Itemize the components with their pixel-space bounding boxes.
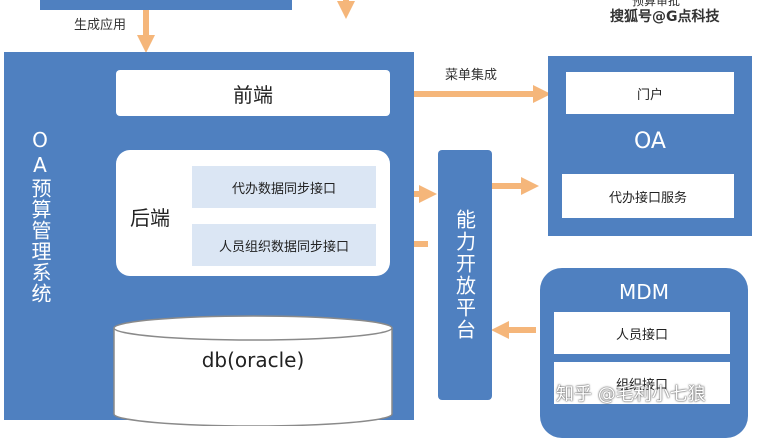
capability-platform-label: 能力开放平台 [452, 209, 477, 341]
oa-label: OA [634, 128, 666, 154]
top-app-bar [40, 0, 292, 10]
database-label: db(oracle) [201, 348, 305, 372]
portal-box: 门户 [566, 72, 734, 114]
oa-budget-system-title: OA预算管理系统 [28, 128, 52, 304]
database-cylinder [113, 315, 393, 426]
cut-label: 预算审批 [632, 0, 681, 8]
top-watermark: 搜狐号@G点科技 [610, 9, 720, 25]
todo-api-service-box: 代办接口服务 [562, 174, 734, 218]
todo-sync-api-box: 代办数据同步接口 [192, 166, 376, 208]
bottom-watermark: 知乎 @毛利小七狼 [556, 384, 706, 405]
menu-integration-label: 菜单集成 [445, 68, 498, 83]
capability-platform-box: 能力开放平台 [438, 150, 492, 400]
person-org-sync-api-box: 人员组织数据同步接口 [192, 224, 376, 266]
generate-app-label: 生成应用 [74, 18, 127, 33]
org-api-box: 组织接口 [554, 362, 730, 404]
person-api-box: 人员接口 [554, 312, 730, 354]
frontend-box: 前端 [116, 70, 390, 116]
mdm-label: MDM [619, 280, 669, 304]
backend-label: 后端 [130, 206, 170, 230]
